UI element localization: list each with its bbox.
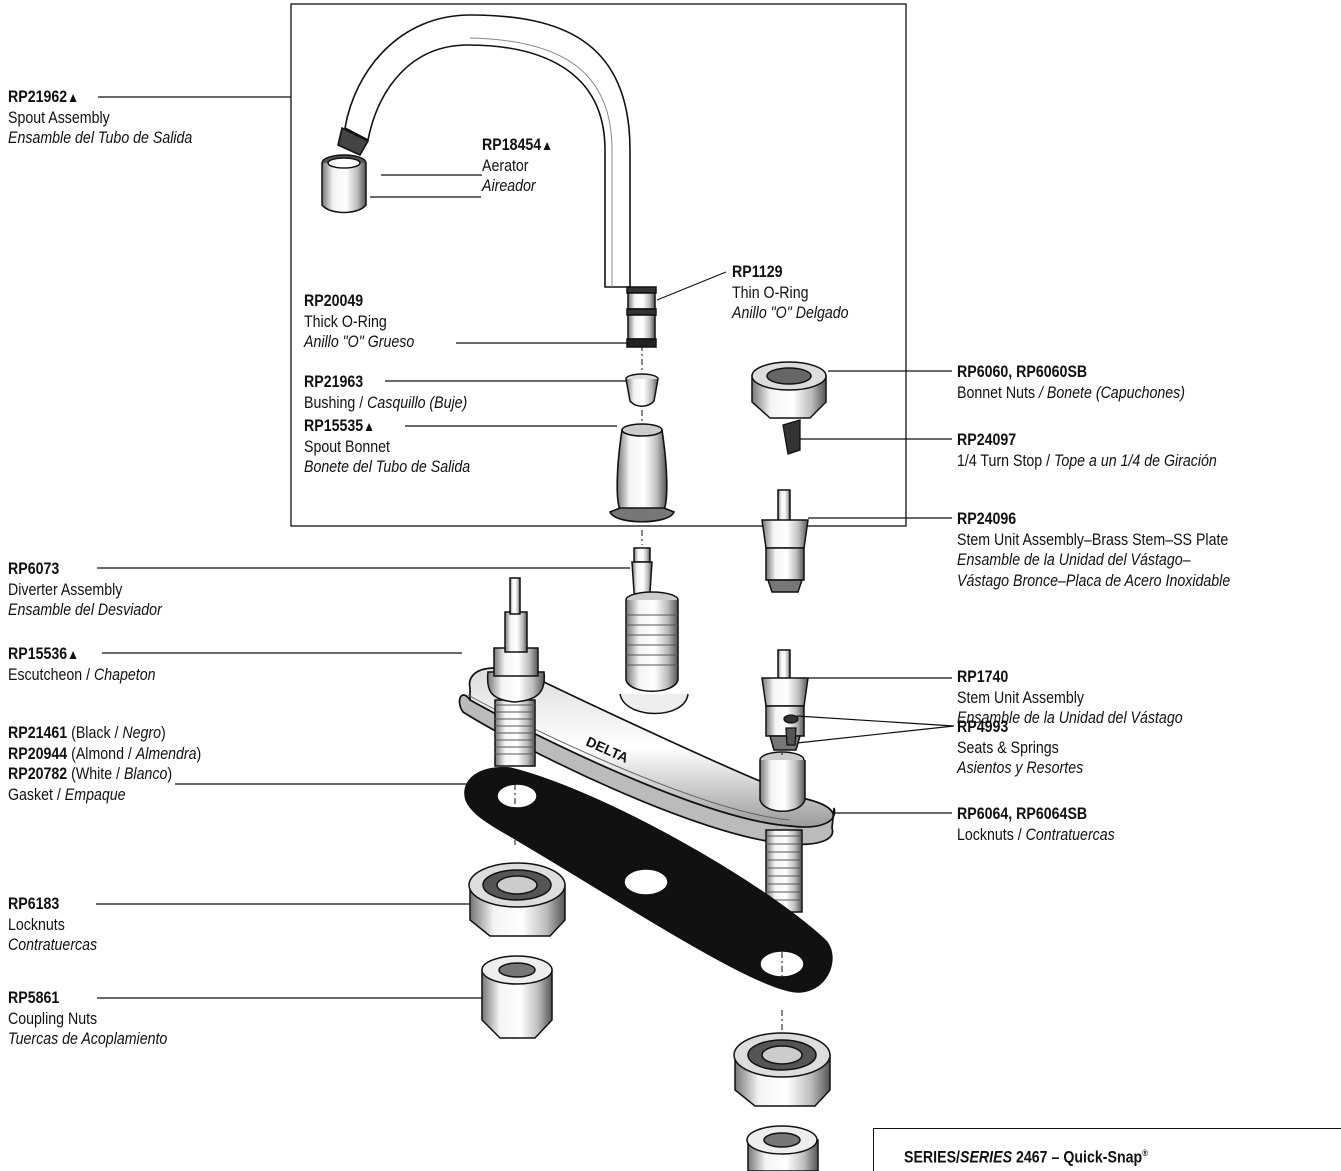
series-title: SERIES/SERIES 2467 – Quick-Snap® (904, 1148, 1148, 1167)
label-spout-bonnet: RP15535▲ Spout Bonnet Bonete del Tubo de… (304, 417, 471, 476)
seats-springs-part (783, 714, 799, 746)
bushing-part (625, 373, 659, 407)
label-spout-assembly: RP21962▲ Spout Assembly Ensamble del Tub… (8, 88, 193, 147)
label-brass-stem-unit: RP24096 Stem Unit Assembly–Brass Stem–SS… (957, 510, 1231, 590)
left-coupling-nut-part (481, 955, 553, 1039)
spout-bonnet-part (608, 423, 676, 523)
spout-orings (626, 286, 657, 348)
label-bushing: RP21963 Bushing / Casquillo (Buje) (304, 373, 468, 412)
bonnet-nut-part (751, 361, 827, 419)
label-gasket: RP21461 (Black / Negro) RP20944 (Almond … (8, 724, 202, 804)
label-seats-springs: RP4993 Seats & Springs Asientos y Resort… (957, 718, 1084, 777)
right-locknut-part (733, 1032, 831, 1107)
left-locknut-part (468, 862, 566, 937)
aerator-part (321, 154, 367, 214)
label-coupling-nuts: RP5861 Coupling Nuts Tuercas de Acoplami… (8, 989, 168, 1048)
right-coupling-nut-part (746, 1125, 819, 1171)
label-stem-unit: RP1740 Stem Unit Assembly Ensamble de la… (957, 668, 1183, 727)
left-valve (486, 577, 546, 767)
spout-tube (337, 14, 631, 288)
series-title-box (873, 1128, 1341, 1171)
gasket-part (464, 766, 833, 993)
label-turn-stop: RP24097 1/4 Turn Stop / Tope a un 1/4 de… (957, 431, 1217, 470)
spout-group-frame (290, 3, 907, 527)
label-aerator: RP18454▲ Aerator Aireador (482, 136, 554, 195)
leader-lines (96, 96, 955, 999)
label-bonnet-nuts: RP6060, RP6060SB Bonnet Nuts / Bonete (C… (957, 363, 1185, 402)
brass-stem-part (761, 489, 809, 593)
center-housing (619, 591, 689, 715)
right-shank (759, 751, 806, 913)
turn-stop-part (782, 419, 801, 455)
stem-part (761, 649, 809, 751)
label-diverter: RP6073 Diverter Assembly Ensamble del De… (8, 560, 162, 619)
label-thick-oring: RP20049 Thick O-Ring Anillo "O" Grueso (304, 292, 415, 351)
label-thin-oring: RP1129 Thin O-Ring Anillo "O" Delgado (732, 263, 849, 322)
label-locknuts-right: RP6064, RP6064SB Locknuts / Contratuerca… (957, 805, 1115, 844)
label-escutcheon: RP15536▲ Escutcheon / Chapeton (8, 645, 156, 684)
label-locknuts-left: RP6183 Locknuts Contratuercas (8, 895, 98, 954)
